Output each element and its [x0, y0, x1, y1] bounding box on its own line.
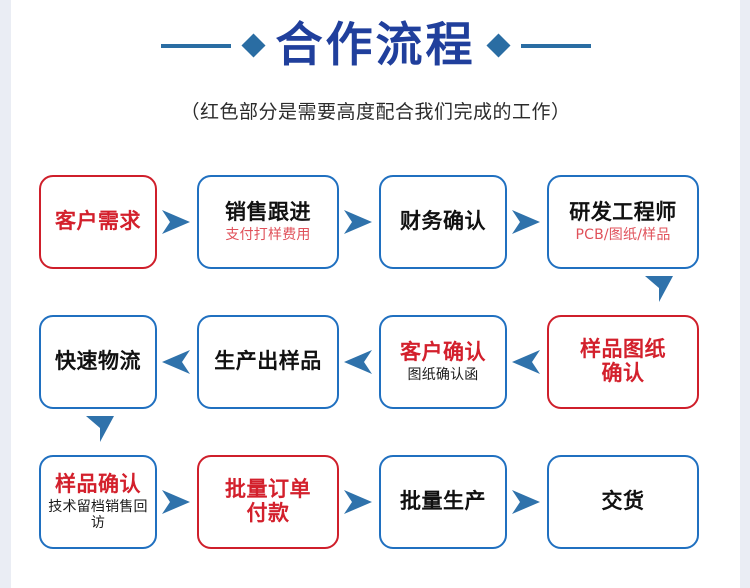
flow-node-label: 样品图纸 确认	[580, 337, 666, 385]
arrow-down-icon-row1-to-row2	[642, 274, 676, 304]
arrow-right-icon	[339, 207, 379, 237]
arrow-left-icon	[157, 347, 197, 377]
flow-node-label: 生产出样品	[214, 349, 322, 374]
arrow-down-icon-row2-to-row3	[83, 414, 117, 444]
flow-node-sublabel: 技术留档销售回访	[48, 499, 148, 531]
flow-node-label: 批量生产	[400, 489, 486, 514]
flow-node-customer-demand[interactable]: 客户需求	[39, 175, 157, 269]
flow-node-label: 销售跟进	[225, 199, 311, 224]
flow-node-label: 客户需求	[55, 209, 141, 234]
flow-node-sales-followup[interactable]: 销售跟进 支付打样费用	[197, 175, 339, 269]
flow-node-fast-logistics[interactable]: 快速物流	[39, 315, 157, 409]
flow-node-finance-confirm[interactable]: 财务确认	[379, 175, 507, 269]
title-rule-left	[160, 43, 231, 48]
flow-node-label: 批量订单 付款	[225, 477, 311, 525]
flow-row-1: 客户需求 销售跟进 支付打样费用 财务确认	[11, 172, 740, 272]
arrow-right-icon	[507, 207, 547, 237]
arrow-right-icon	[157, 487, 197, 517]
flow-node-label: 财务确认	[400, 209, 486, 234]
arrow-left-icon	[339, 347, 379, 377]
arrow-right-icon	[507, 487, 547, 517]
flow-node-label: 交货	[601, 489, 645, 514]
title-rule-right	[520, 43, 591, 48]
flow-node-produce-sample[interactable]: 生产出样品	[197, 315, 339, 409]
flow-node-label: 样品确认	[55, 471, 141, 496]
flowchart-page: 合作流程 （红色部分是需要高度配合我们完成的工作） 客户需求 销售跟进 支付打样…	[11, 0, 740, 588]
flow-node-bulk-order-payment[interactable]: 批量订单 付款	[197, 455, 339, 549]
flow-node-label: 研发工程师	[569, 199, 677, 224]
page-subtitle: （红色部分是需要高度配合我们完成的工作）	[180, 101, 571, 123]
flow-node-sublabel: PCB/图纸/样品	[575, 227, 671, 244]
arrow-right-icon	[339, 487, 379, 517]
flow-node-rd-engineer[interactable]: 研发工程师 PCB/图纸/样品	[547, 175, 699, 269]
title-row: 合作流程	[11, 22, 740, 69]
flow-diagram: 客户需求 销售跟进 支付打样费用 财务确认	[11, 150, 740, 588]
diamond-right-icon	[485, 33, 511, 58]
flow-node-mass-production[interactable]: 批量生产	[379, 455, 507, 549]
arrow-right-icon	[157, 207, 197, 237]
diamond-left-icon	[240, 33, 266, 58]
flow-node-delivery[interactable]: 交货	[547, 455, 699, 549]
flow-node-label: 客户确认	[400, 339, 486, 364]
flow-row-2: 快速物流 生产出样品 客户确认 图纸确认函	[11, 312, 740, 412]
arrow-left-icon	[507, 347, 547, 377]
header: 合作流程 （红色部分是需要高度配合我们完成的工作）	[11, 0, 740, 150]
flow-node-label: 快速物流	[55, 349, 141, 374]
flow-node-customer-confirm[interactable]: 客户确认 图纸确认函	[379, 315, 507, 409]
flow-row-3: 样品确认 技术留档销售回访 批量订单 付款 批量生产	[11, 452, 740, 552]
flow-node-sublabel: 图纸确认函	[407, 367, 479, 384]
page-title: 合作流程	[275, 18, 476, 73]
flow-node-sample-confirm[interactable]: 样品确认 技术留档销售回访	[39, 455, 157, 549]
flow-node-sample-drawing-confirm[interactable]: 样品图纸 确认	[547, 315, 699, 409]
flow-node-sublabel: 支付打样费用	[225, 227, 311, 244]
